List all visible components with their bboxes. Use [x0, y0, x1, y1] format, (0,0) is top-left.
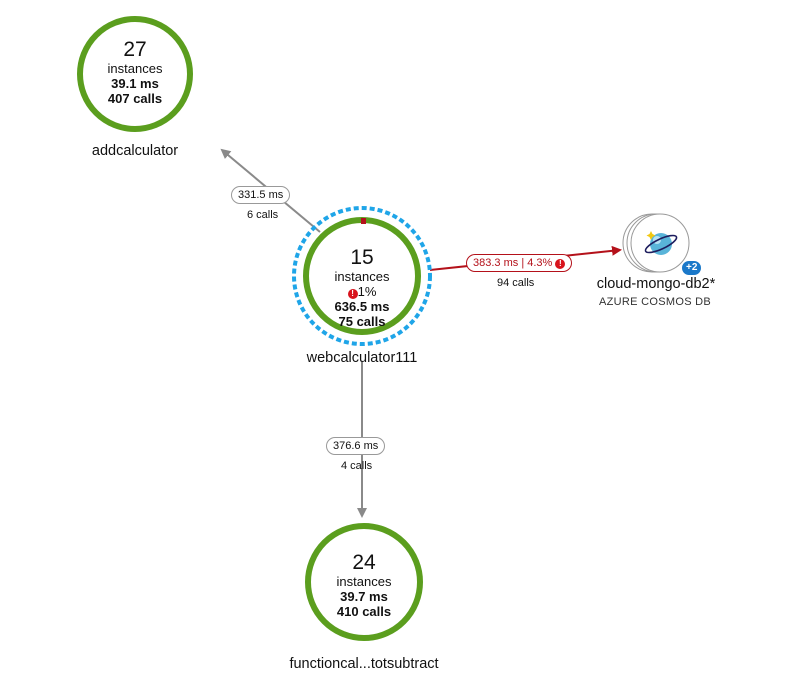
edge-add-duration-pill[interactable]: 331.5 ms	[231, 186, 291, 204]
node-db-badge[interactable]: +2	[681, 260, 703, 276]
node-web-stats: 15 instances !1% 636.5 ms 75 calls	[312, 246, 412, 330]
node-web-error-segment	[361, 218, 366, 224]
node-sub-count: 24	[352, 551, 376, 574]
node-web-error-pct: 1%	[357, 284, 377, 300]
node-web-count: 15	[350, 246, 374, 269]
node-web-instances-label: instances	[334, 269, 390, 285]
node-sub-ring[interactable]	[305, 523, 423, 641]
node-add-ring[interactable]	[77, 16, 193, 132]
node-web-selection-ring	[292, 206, 432, 346]
edge-db-pill[interactable]: 383.3 ms | 4.3% !	[466, 254, 573, 272]
edge-db-failure: 4.3%	[527, 257, 553, 269]
edge-add-calls: 6 calls	[247, 209, 279, 221]
cosmos-db-planet-icon	[644, 231, 678, 255]
node-add-stats: 27 instances 39.1 ms 407 calls	[85, 38, 185, 107]
node-web-error: !1%	[312, 284, 412, 300]
node-add-name[interactable]: addcalculator	[91, 143, 179, 159]
node-sub-stats: 24 instances 39.7 ms 410 calls	[314, 551, 414, 620]
edge-db-duration: 383.3 ms	[473, 257, 519, 269]
node-web-calls: 75 calls	[338, 313, 386, 329]
node-add-calls: 407 calls	[85, 91, 185, 107]
node-sub-name[interactable]: functioncal...totsubtract	[289, 656, 439, 672]
node-add-latency: 39.1 ms	[111, 76, 159, 92]
node-web-name[interactable]: webcalculator111	[306, 350, 418, 366]
error-exclamation-icon: !	[555, 259, 566, 269]
node-add-calls-text: 407 calls	[107, 91, 163, 107]
edge-db-calls: 94 calls	[497, 277, 535, 289]
edge-db-separator: |	[521, 257, 525, 269]
edge-sub-duration-pill[interactable]: 376.6 ms	[326, 437, 386, 455]
node-add-instances-label: instances	[107, 61, 163, 77]
node-sub-calls: 410 calls	[336, 604, 392, 620]
edge-sub-calls: 4 calls	[341, 460, 373, 472]
node-sub-instances-label: instances	[336, 574, 392, 590]
node-add-count: 27	[123, 38, 147, 61]
node-db-name[interactable]: cloud-mongo-db2*	[596, 276, 716, 292]
error-exclamation-icon: !	[347, 289, 358, 300]
node-sub-latency: 39.7 ms	[340, 589, 388, 605]
node-db-type: AZURE COSMOS DB	[599, 296, 712, 308]
node-web-latency: 636.5 ms	[334, 299, 390, 315]
